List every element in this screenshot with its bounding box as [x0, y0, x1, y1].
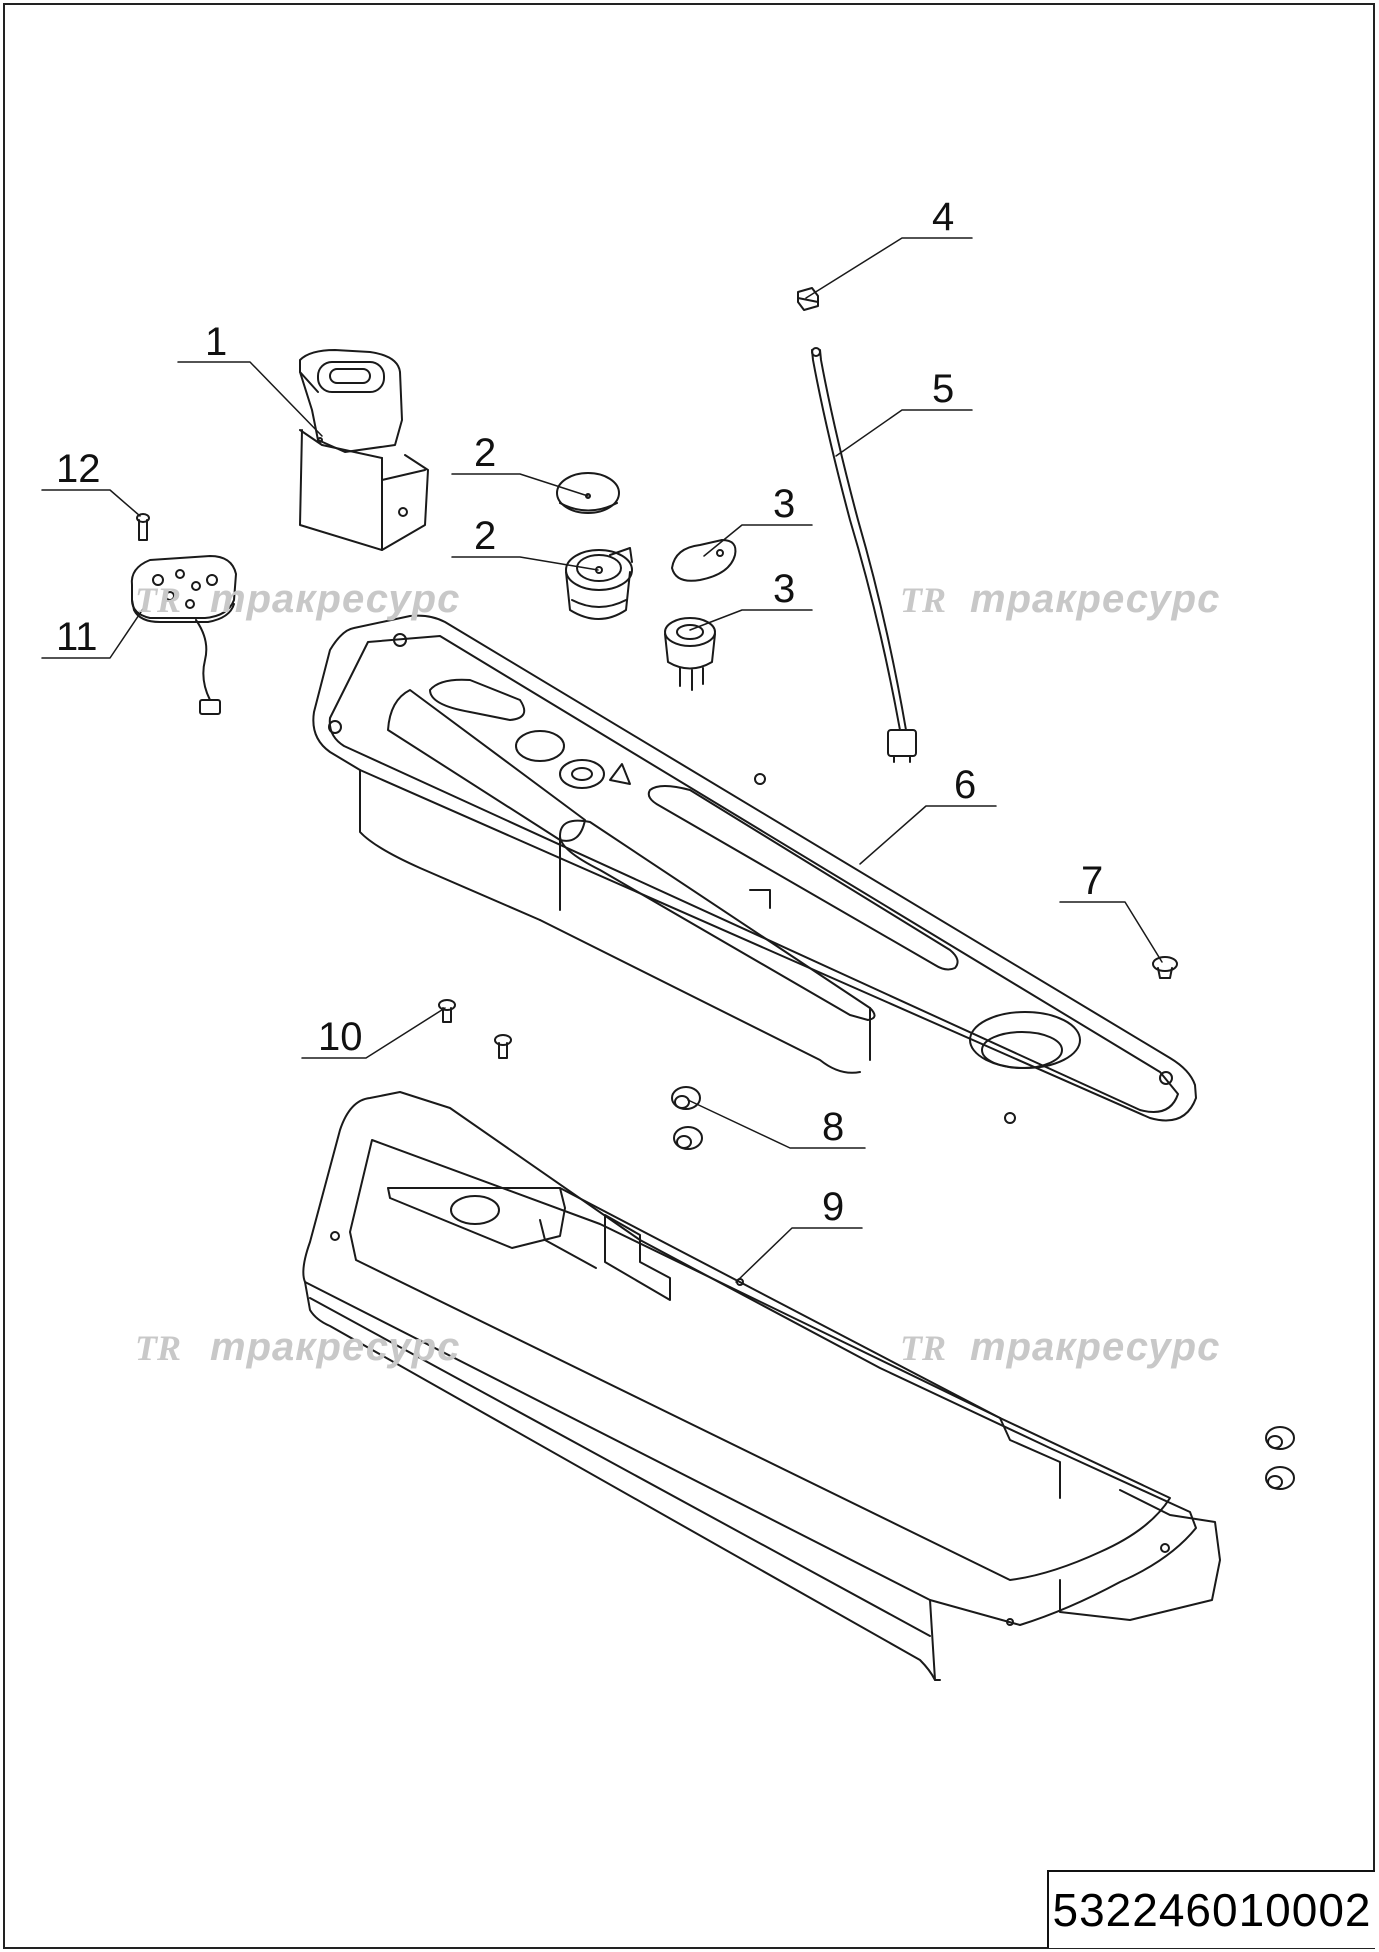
callout-11: 11 [56, 615, 98, 659]
part-1-switch [299, 349, 429, 551]
watermark-logo: TR [135, 1328, 181, 1368]
callout-10: 10 [318, 1015, 363, 1059]
callout-labels: 1 2 2 3 3 4 5 6 7 8 9 10 11 12 [56, 195, 1103, 1229]
part-2-cap [556, 472, 620, 514]
part-10-screws [438, 999, 512, 1059]
watermark-logo: TR [900, 580, 946, 620]
callout-1: 1 [205, 320, 227, 364]
watermark-text: тракресурс [970, 577, 1220, 621]
watermark-top-right: TR тракресурс [900, 577, 1220, 621]
watermark-logo: TR [135, 580, 181, 620]
document-number: 532246010002 [1052, 1884, 1372, 1936]
callout-2-socket: 2 [474, 514, 496, 558]
callout-12: 12 [56, 447, 101, 491]
part-2-socket [565, 547, 633, 620]
part-3-keyswitch [664, 617, 716, 691]
watermark-bottom-right: TR тракресурс [900, 1325, 1220, 1369]
callout-8: 8 [822, 1105, 844, 1149]
callout-3-keyswitch: 3 [773, 567, 795, 611]
watermark-text: тракресурс [210, 1325, 460, 1369]
leader-lines [41, 237, 1163, 1283]
callout-3-keytag: 3 [773, 482, 795, 526]
callout-6: 6 [954, 763, 976, 807]
part-12-bolt [136, 513, 150, 541]
watermark-bottom-left: TR тракресурс [135, 1325, 460, 1369]
watermark-top-left: TR тракресурс [135, 577, 460, 621]
part-7-screw [1152, 956, 1178, 979]
part-4-nut [797, 287, 819, 311]
callout-2-cap: 2 [474, 431, 496, 475]
watermark-text: тракресурс [210, 577, 460, 621]
watermarks: TR тракресурс TR тракресурс TR тракресур… [135, 577, 1220, 1369]
callout-9: 9 [822, 1185, 844, 1229]
callout-7: 7 [1081, 859, 1103, 903]
document-number-box: 532246010002 [1047, 1870, 1375, 1948]
callout-4: 4 [932, 195, 954, 239]
callout-5: 5 [932, 367, 954, 411]
part-9-frame [302, 1091, 1221, 1681]
part-8-bushings-right [1265, 1426, 1295, 1490]
part-5-cable [811, 347, 917, 763]
drawing-frame [3, 3, 1375, 1949]
part-8-bushings [671, 1086, 703, 1150]
part-6-tray [312, 614, 1197, 1124]
watermark-logo: TR [900, 1328, 946, 1368]
watermark-text: тракресурс [970, 1325, 1220, 1369]
part-3-keytag [671, 539, 737, 582]
